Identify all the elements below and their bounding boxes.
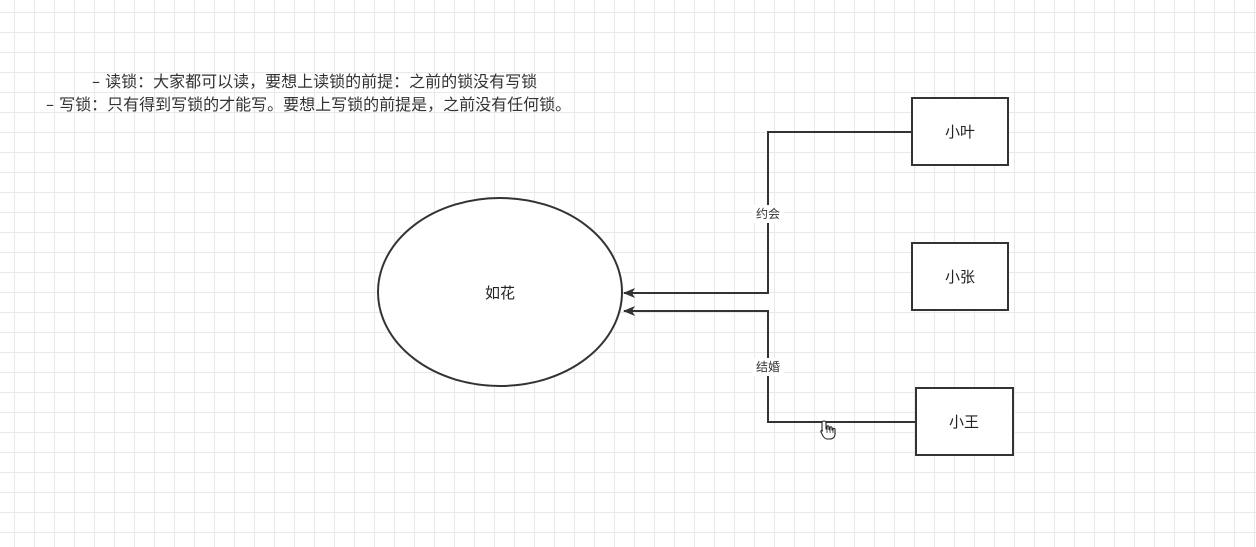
hand-cursor-icon bbox=[820, 420, 836, 440]
node-xiaowang[interactable]: 小王 bbox=[915, 387, 1014, 456]
node-xiaoye-label: 小叶 bbox=[945, 123, 975, 141]
node-xiaowang-label: 小王 bbox=[949, 413, 979, 431]
node-xiaoye[interactable]: 小叶 bbox=[911, 97, 1009, 166]
edge-marry-label: 结婚 bbox=[756, 360, 780, 374]
node-ruhua[interactable]: 如花 bbox=[377, 197, 623, 387]
edge-marry-label-bg bbox=[752, 358, 784, 376]
read-lock-note: – 读锁：大家都可以读，要想上读锁的前提：之前的锁没有写锁 bbox=[92, 72, 538, 91]
node-ruhua-label: 如花 bbox=[485, 284, 515, 302]
node-xiaozhang[interactable]: 小张 bbox=[911, 242, 1009, 311]
node-xiaozhang-label: 小张 bbox=[945, 268, 975, 286]
edge-date-label-bg bbox=[752, 205, 784, 223]
write-lock-note: – 写锁：只有得到写锁的才能写。要想上写锁的前提是，之前没有任何锁。 bbox=[46, 95, 572, 114]
edge-date-label: 约会 bbox=[756, 206, 780, 221]
